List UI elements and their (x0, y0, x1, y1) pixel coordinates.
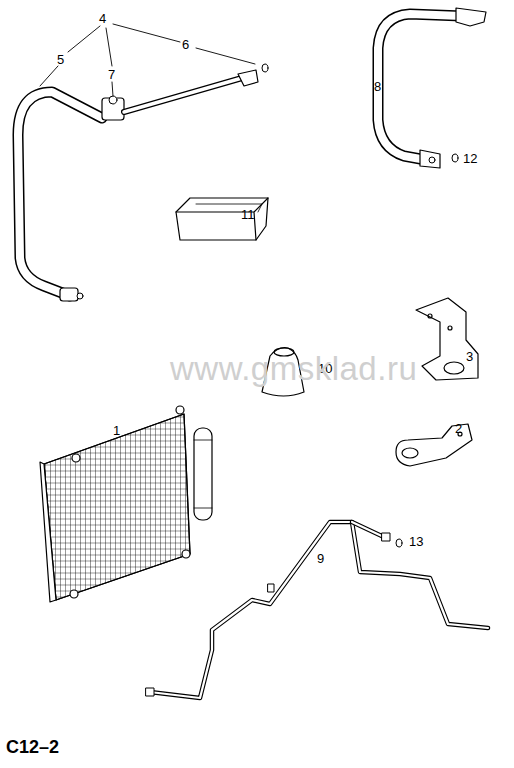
condenser-1 (40, 406, 212, 602)
pipe-6 (124, 64, 268, 112)
callout-number: 11 (241, 208, 255, 221)
hose-5 (18, 92, 102, 301)
callout-number: 4 (99, 12, 106, 25)
leader-lines (40, 24, 255, 96)
callout-number: 13 (409, 535, 423, 548)
pad-11 (176, 198, 268, 240)
bracket-3 (416, 298, 478, 380)
pipe-9 (146, 522, 488, 698)
callout-number: 5 (57, 53, 64, 66)
fitting-7 (102, 96, 124, 120)
callout-number: 8 (374, 80, 381, 93)
diagram-code: C12–2 (6, 738, 59, 756)
hose-8 (378, 8, 486, 168)
callout-number: 1 (113, 424, 120, 437)
callout-number: 2 (455, 422, 462, 435)
callout-number: 12 (463, 152, 477, 165)
watermark: www.gmsklad.ru (170, 352, 417, 385)
callout-number: 7 (108, 68, 115, 81)
callout-number: 9 (317, 552, 324, 565)
callout-number: 3 (466, 350, 473, 363)
callout-number: 6 (182, 38, 189, 51)
